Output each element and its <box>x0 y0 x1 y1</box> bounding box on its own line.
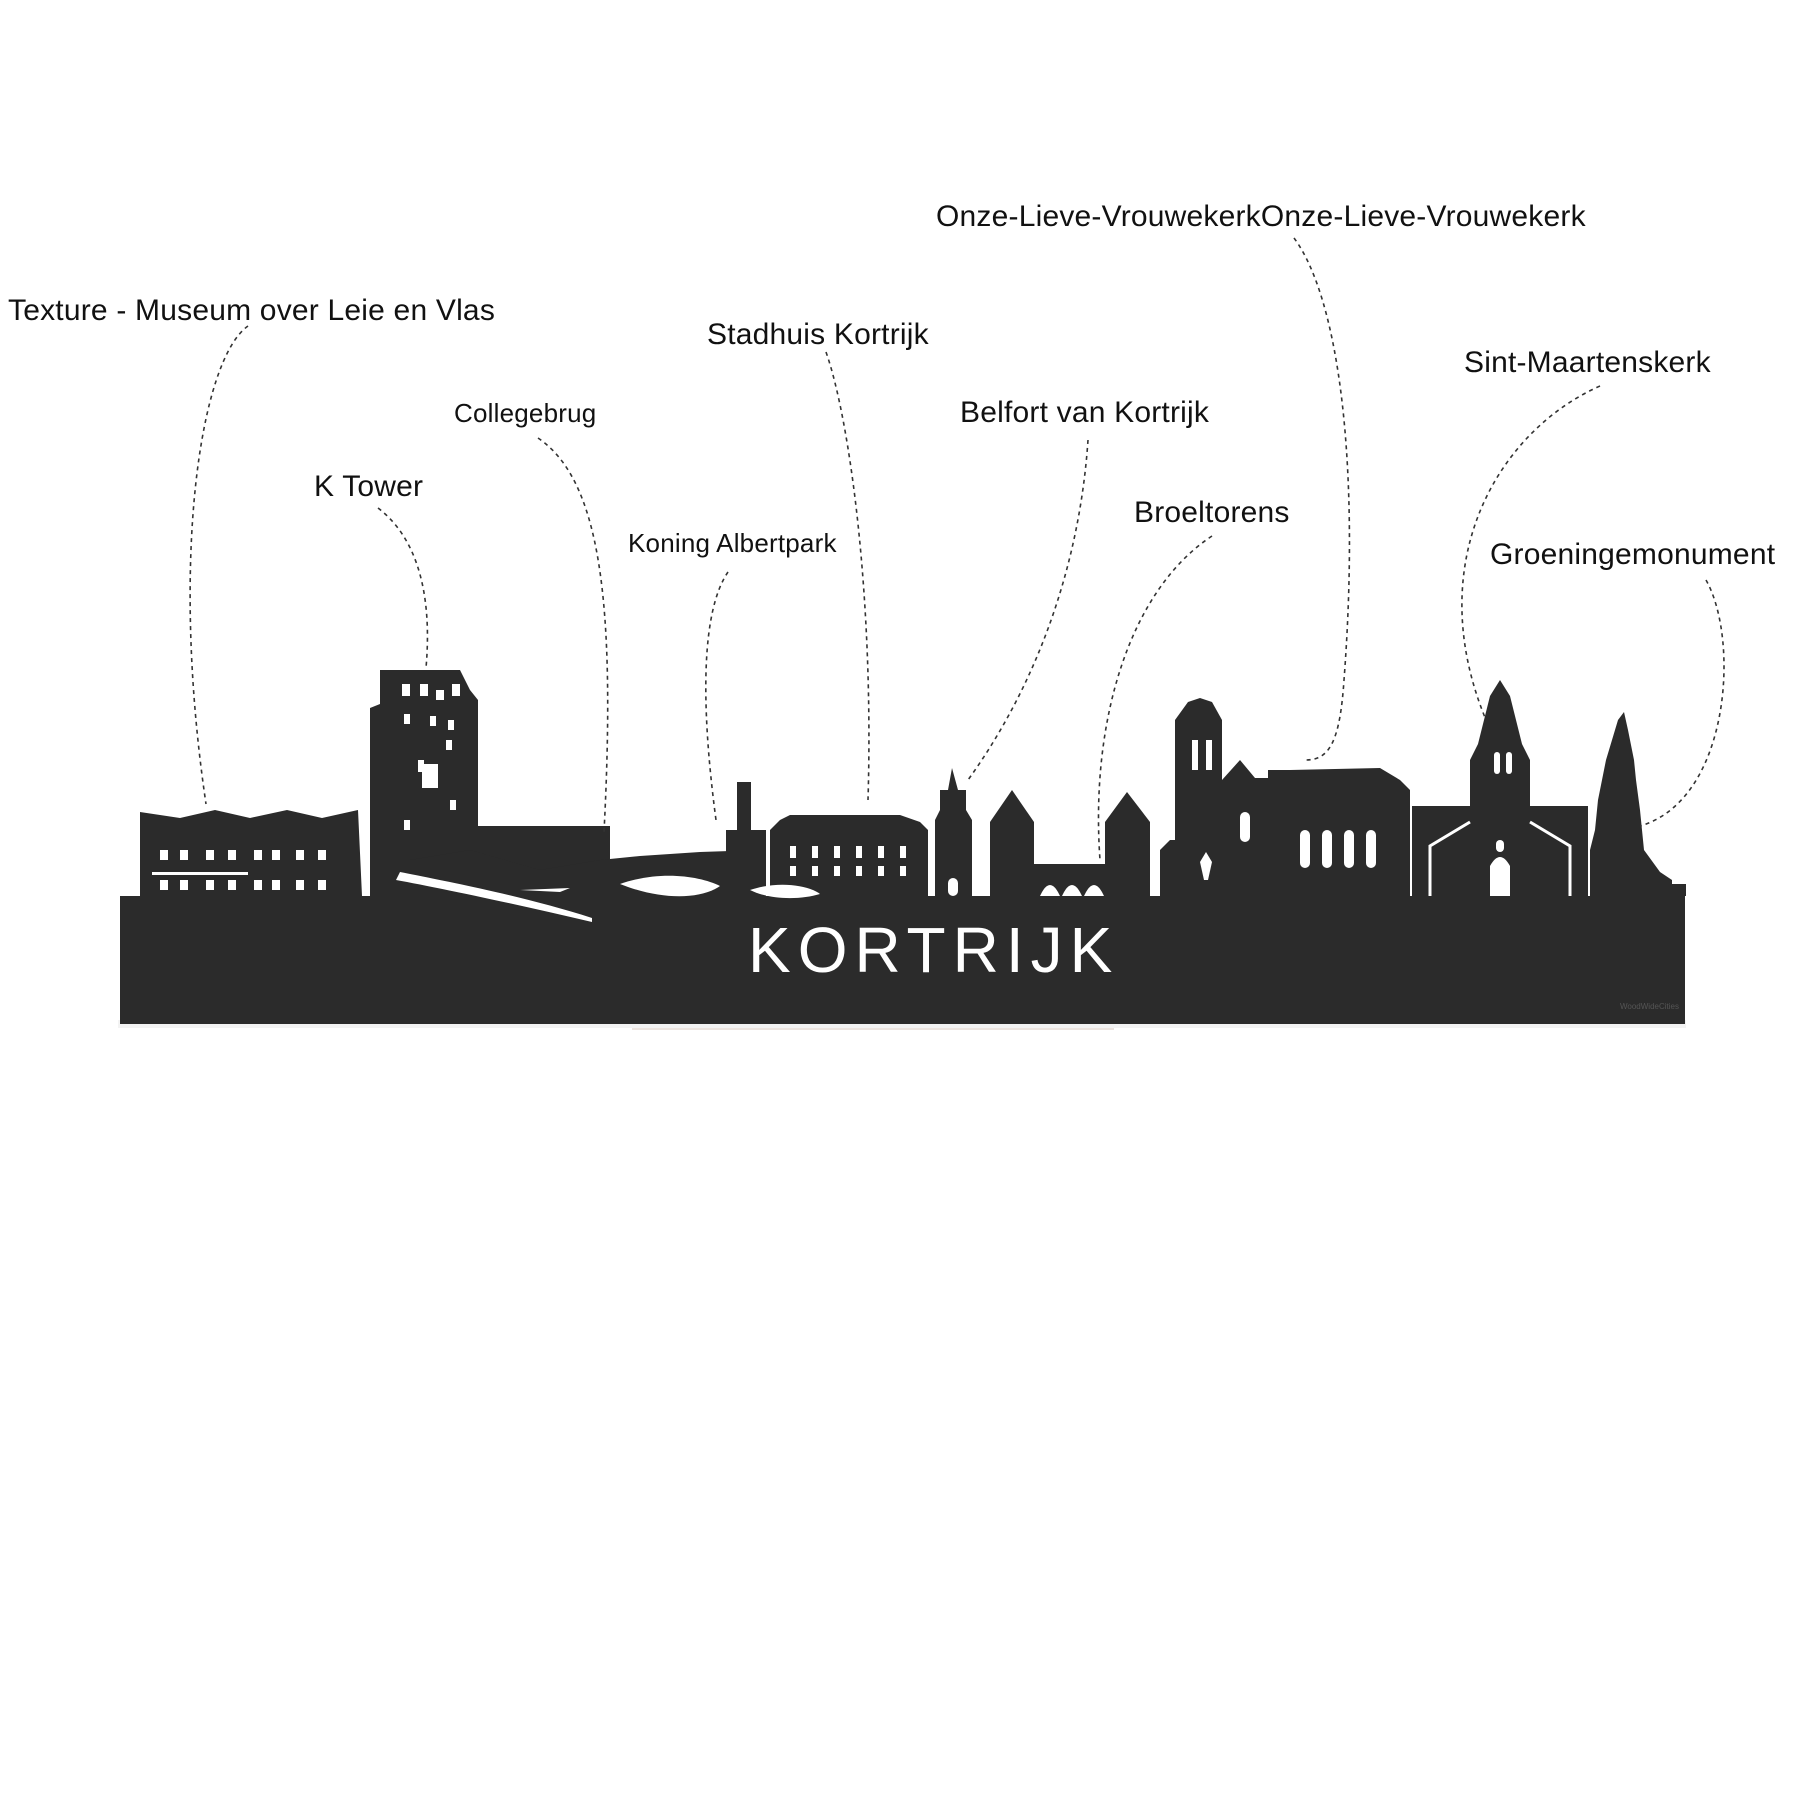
olv-nave-windows <box>1240 812 1376 868</box>
stadhuis-shape <box>770 815 928 896</box>
broel-arches <box>1040 885 1104 896</box>
k-tower-windows <box>402 684 460 830</box>
leader-k-tower <box>377 507 429 669</box>
label-k-tower: K Tower <box>314 470 424 503</box>
label-collegebrug: Collegebrug <box>454 398 597 428</box>
label-onze-lieve-vrouwekerk: Onze-Lieve-VrouwekerkOnze-Lieve-Vrouweke… <box>936 200 1586 233</box>
leader-texture <box>189 325 249 805</box>
sint-maarten-gable-lines <box>1428 820 1572 896</box>
broeltoren-left-shape <box>990 790 1034 896</box>
leader-koning-albertpark <box>705 571 729 821</box>
maker-mark: WoodWideCities <box>1620 1002 1679 1011</box>
leader-broeltorens <box>1097 535 1213 861</box>
texture-windows <box>152 850 326 890</box>
groeninge-plinth <box>1672 884 1686 896</box>
leader-stadhuis <box>825 351 870 801</box>
base-board <box>120 896 1685 1024</box>
collegebrug-curve <box>396 872 592 922</box>
stadhuis-windows <box>790 846 906 876</box>
label-texture-museum: Texture - Museum over Leie en Vlas <box>8 294 496 327</box>
leader-belfort <box>967 439 1089 781</box>
skyline-cutouts <box>152 684 1512 922</box>
leader-lines <box>189 237 1725 861</box>
park-water <box>620 875 720 897</box>
water-ripple-1 <box>520 888 570 892</box>
city-name-engraving: KORTRIJK <box>748 914 1120 986</box>
label-belfort: Belfort van Kortrijk <box>960 396 1210 429</box>
skyline-silhouette <box>120 670 1686 1024</box>
label-sint-maartenskerk: Sint-Maartenskerk <box>1464 346 1711 379</box>
olv-tower-shape <box>1175 698 1222 896</box>
label-stadhuis: Stadhuis Kortrijk <box>707 318 929 351</box>
albertpark-block <box>726 830 766 896</box>
label-koning-albertpark: Koning Albertpark <box>628 528 837 558</box>
leader-olv <box>1293 237 1351 761</box>
label-groeningemonument: Groeningemonument <box>1490 538 1776 571</box>
sint-maarten-shape <box>1412 680 1588 896</box>
olv-statue-cutout <box>1200 852 1212 880</box>
belfort-door <box>948 878 958 896</box>
leader-groeninge <box>1639 579 1725 827</box>
texture-museum-shape <box>140 810 362 896</box>
olv-side-shape <box>1160 840 1178 896</box>
belfort-shape <box>935 768 972 896</box>
olv-nave-shape <box>1222 760 1410 896</box>
broeltoren-right-shape <box>1105 792 1150 896</box>
park-water-2 <box>750 884 820 899</box>
sint-maarten-windows <box>1490 752 1512 896</box>
groeninge-shape <box>1590 712 1672 896</box>
label-broeltorens: Broeltorens <box>1134 496 1290 529</box>
leader-collegebrug <box>537 437 609 833</box>
